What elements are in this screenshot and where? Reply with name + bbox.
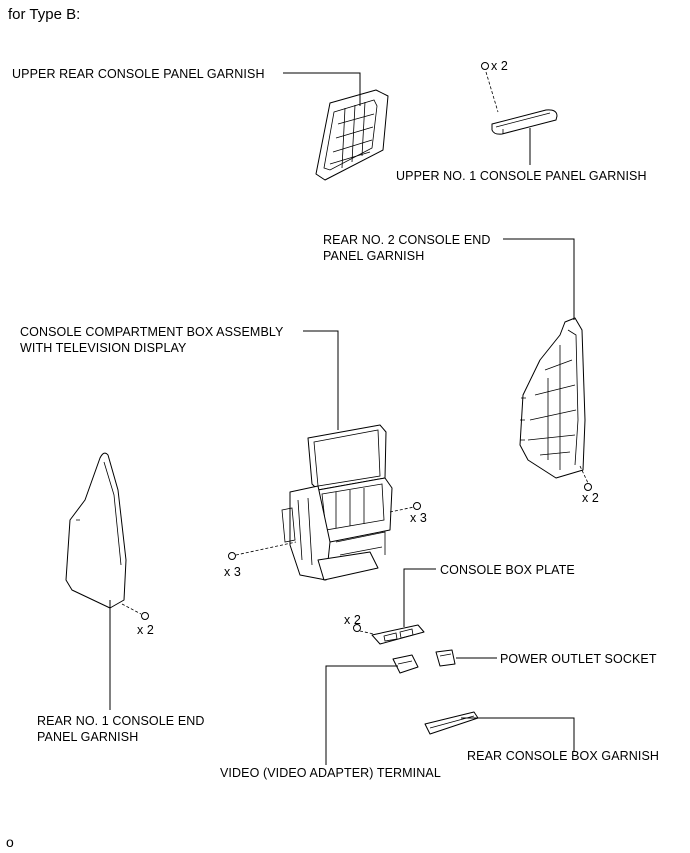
qty-box-left-screw: x 3 [224, 565, 241, 579]
label-video-adapter-terminal: VIDEO (VIDEO ADAPTER) TERMINAL [220, 766, 441, 780]
qty-rear-no2-screw: x 2 [582, 491, 599, 505]
page-header: for Type B: [8, 6, 81, 23]
rear-console-box-garnish [424, 711, 479, 735]
fastener-dashed-lines [121, 71, 589, 635]
label-console-box-plate: CONSOLE BOX PLATE [440, 563, 575, 577]
qty-rear-no1-screw: x 2 [137, 623, 154, 637]
label-rear-console-box-garnish: REAR CONSOLE BOX GARNISH [467, 749, 660, 763]
upper-rear-console-panel-garnish [315, 89, 389, 181]
label-rear-no2-end-garnish-line1: REAR NO. 2 CONSOLE END [323, 233, 491, 247]
rear-no1-console-end-panel-garnish [65, 452, 127, 609]
label-console-box-line1: CONSOLE COMPARTMENT BOX ASSEMBLY [20, 325, 284, 339]
label-upper-rear-console-panel-garnish: UPPER REAR CONSOLE PANEL GARNISH [12, 67, 265, 81]
console-box-plate [371, 624, 425, 645]
page-footer: o [6, 834, 14, 850]
rear-no2-console-end-panel-garnish [519, 317, 586, 479]
power-outlet-socket [435, 649, 456, 667]
qty-top-screw: x 2 [491, 59, 508, 73]
label-console-box-line2: WITH TELEVISION DISPLAY [20, 341, 187, 355]
console-compartment-box-assembly [281, 424, 393, 581]
screw-icons [141, 62, 592, 632]
video-adapter-terminal [392, 654, 419, 674]
label-rear-no1-end-garnish-line2: PANEL GARNISH [37, 730, 139, 744]
label-power-outlet-socket: POWER OUTLET SOCKET [500, 652, 657, 666]
leader-lines [109, 72, 575, 765]
upper-no1-console-panel-garnish [491, 109, 558, 135]
label-upper-no1-console-panel-garnish: UPPER NO. 1 CONSOLE PANEL GARNISH [396, 169, 647, 183]
label-rear-no2-end-garnish-line2: PANEL GARNISH [323, 249, 425, 263]
qty-box-right-screw: x 3 [410, 511, 427, 525]
label-rear-no1-end-garnish-line1: REAR NO. 1 CONSOLE END [37, 714, 205, 728]
qty-plate-screw: x 2 [344, 613, 361, 627]
